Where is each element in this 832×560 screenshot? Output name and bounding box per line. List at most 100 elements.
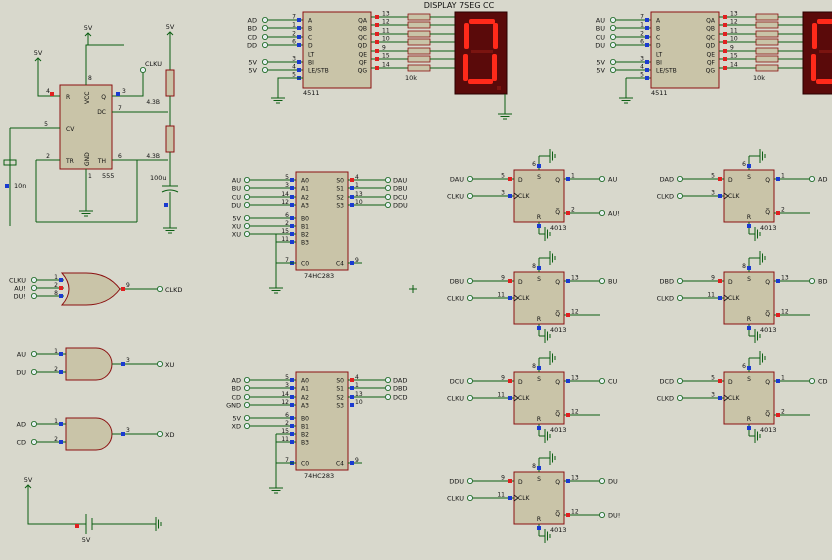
terminal-pad[interactable] <box>599 477 606 484</box>
pin-number: 11 <box>730 28 738 35</box>
terminal-pad[interactable] <box>466 294 473 301</box>
terminal-pad[interactable] <box>261 42 268 49</box>
terminal-pad[interactable] <box>261 67 268 74</box>
terminal-pad[interactable] <box>809 277 816 284</box>
segment-on <box>464 23 469 49</box>
terminal-pad[interactable] <box>243 230 250 237</box>
flipflop-ic[interactable] <box>513 169 565 223</box>
terminal-pad[interactable] <box>384 384 391 391</box>
flipflop-ic[interactable] <box>513 371 565 425</box>
terminal-pad[interactable] <box>30 292 37 299</box>
input-label: CLKU <box>447 193 464 201</box>
decoder-ic[interactable] <box>302 11 372 89</box>
terminal-pad[interactable] <box>610 16 617 23</box>
terminal-pad[interactable] <box>243 414 250 421</box>
terminal-pad[interactable] <box>599 277 606 284</box>
terminal-pad[interactable] <box>384 176 391 183</box>
and-gate-body[interactable] <box>65 347 113 381</box>
terminal-pad[interactable] <box>243 393 250 400</box>
terminal-pad[interactable] <box>243 184 250 191</box>
segment-on <box>812 23 817 49</box>
terminal-pad[interactable] <box>677 175 684 182</box>
terminal-pad[interactable] <box>610 59 617 66</box>
terminal-pad[interactable] <box>809 175 816 182</box>
terminal-pad[interactable] <box>809 377 816 384</box>
clock-marker <box>723 294 729 302</box>
terminal-pad[interactable] <box>384 376 391 383</box>
terminal-pad[interactable] <box>243 193 250 200</box>
ic-pin-label: Q <box>765 379 770 386</box>
ic-name: 4511 <box>651 89 668 97</box>
pin-state-marker <box>723 66 727 70</box>
terminal-pad[interactable] <box>677 377 684 384</box>
terminal-pad[interactable] <box>243 401 250 408</box>
adder-ic[interactable] <box>295 171 349 271</box>
terminal-pad[interactable] <box>677 192 684 199</box>
terminal-pad[interactable] <box>677 277 684 284</box>
input-label: AU! <box>14 285 26 293</box>
terminal-pad[interactable] <box>243 201 250 208</box>
terminal-pad[interactable] <box>599 377 606 384</box>
flipflop-ic[interactable] <box>723 169 775 223</box>
terminal-pad[interactable] <box>599 209 606 216</box>
ic-pin-label: S2 <box>336 395 344 402</box>
input-label: DU <box>231 202 241 210</box>
timer-ic[interactable] <box>59 84 113 170</box>
terminal-pad[interactable] <box>261 59 268 66</box>
terminal-pad[interactable] <box>599 512 606 519</box>
ic-pin-label: Q̅ <box>555 311 560 318</box>
terminal-pad[interactable] <box>139 67 146 74</box>
terminal-pad[interactable] <box>610 24 617 31</box>
terminal-pad[interactable] <box>384 184 391 191</box>
terminal-pad[interactable] <box>261 34 268 41</box>
terminal-pad[interactable] <box>466 477 473 484</box>
decoder-ic[interactable] <box>650 11 720 89</box>
terminal-pad[interactable] <box>243 422 250 429</box>
pin-state-marker <box>508 279 512 283</box>
input-label: AU <box>232 177 241 185</box>
terminal-pad[interactable] <box>384 193 391 200</box>
terminal-pad[interactable] <box>610 67 617 74</box>
terminal-pad[interactable] <box>243 384 250 391</box>
ic-pin-label: Q <box>555 177 560 184</box>
terminal-pad[interactable] <box>677 394 684 401</box>
ic-pin-label: QD <box>706 43 716 50</box>
terminal-pad[interactable] <box>466 175 473 182</box>
adder-ic[interactable] <box>295 371 349 471</box>
or-gate-body[interactable] <box>60 272 121 306</box>
terminal-pad[interactable] <box>30 368 37 375</box>
terminal-pad[interactable] <box>466 394 473 401</box>
terminal-pad[interactable] <box>243 376 250 383</box>
terminal-pad[interactable] <box>261 24 268 31</box>
terminal-pad[interactable] <box>156 285 163 292</box>
terminal-pad[interactable] <box>30 276 37 283</box>
terminal-pad[interactable] <box>30 438 37 445</box>
terminal-pad[interactable] <box>243 176 250 183</box>
terminal-pad[interactable] <box>243 222 250 229</box>
flipflop-ic[interactable] <box>513 471 565 525</box>
terminal-pad[interactable] <box>30 350 37 357</box>
terminal-pad[interactable] <box>466 192 473 199</box>
terminal-pad[interactable] <box>599 175 606 182</box>
terminal-pad[interactable] <box>30 284 37 291</box>
terminal-pad[interactable] <box>156 430 163 437</box>
pin-number: 9 <box>126 282 130 289</box>
pin-number: 7 <box>640 14 644 21</box>
terminal-pad[interactable] <box>384 393 391 400</box>
and-gate-body[interactable] <box>65 417 113 451</box>
terminal-pad[interactable] <box>677 294 684 301</box>
terminal-pad[interactable] <box>610 42 617 49</box>
terminal-pad[interactable] <box>466 277 473 284</box>
terminal-pad[interactable] <box>466 377 473 384</box>
terminal-pad[interactable] <box>156 360 163 367</box>
terminal-pad[interactable] <box>610 34 617 41</box>
terminal-pad[interactable] <box>30 420 37 427</box>
terminal-pad[interactable] <box>466 494 473 501</box>
input-label: CD <box>231 394 241 402</box>
terminal-pad[interactable] <box>243 214 250 221</box>
wire <box>112 72 144 97</box>
terminal-pad[interactable] <box>261 16 268 23</box>
terminal-pad[interactable] <box>384 201 391 208</box>
